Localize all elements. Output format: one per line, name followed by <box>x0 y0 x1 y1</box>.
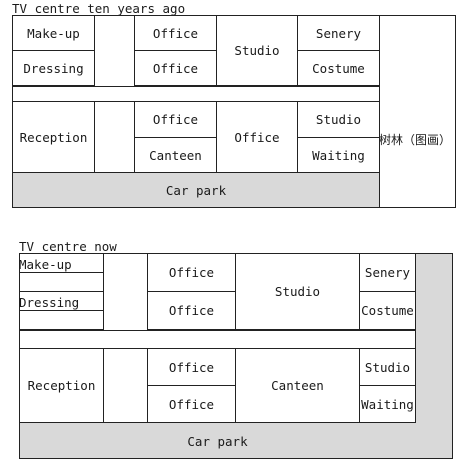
now-costume-room <box>359 291 416 330</box>
now-senery-label: Senery <box>364 265 411 280</box>
now-car-park-label: Car park <box>187 433 248 449</box>
now-office-mid1-label: Office <box>168 359 215 375</box>
now-reception <box>19 348 104 423</box>
now-office-mid2 <box>147 385 236 423</box>
past-office-top2 <box>134 50 217 86</box>
past-reception-label: Reception <box>19 129 88 145</box>
past-studio-right-label: Studio <box>315 112 362 127</box>
past-costume-room <box>297 50 380 86</box>
past-studio-top-label: Studio <box>234 43 280 58</box>
now-office-top1-label: Office <box>168 265 215 280</box>
past-senery-label: Senery <box>315 25 362 41</box>
now-costume-label: Costume <box>361 303 414 318</box>
past-office-top1-label: Office <box>152 25 199 41</box>
now-makeup-right-wall <box>103 253 104 330</box>
now-office-top1 <box>147 253 236 292</box>
past-makeup-label: Make-up <box>27 25 80 41</box>
past-dressing-label: Dressing <box>23 60 84 76</box>
past-waiting-label: Waiting <box>312 147 365 163</box>
past-studio-top <box>216 15 298 86</box>
past-title: TV centre ten years ago <box>12 1 186 16</box>
now-canteen-label: Canteen <box>271 378 324 393</box>
now-dressing-label: Dressing <box>19 295 80 310</box>
past-office-top2-label: Office <box>152 60 199 76</box>
now-office-top2 <box>147 291 236 330</box>
past-reception <box>12 101 95 173</box>
now-waiting-room <box>359 385 416 423</box>
past-canteen-label: Canteen <box>149 147 202 163</box>
past-senery-room <box>297 15 380 51</box>
past-waiting-room <box>297 137 380 173</box>
past-office-center-label: Office <box>234 129 280 145</box>
past-canteen <box>134 137 217 173</box>
past-makeup-room <box>12 15 95 51</box>
past-dressing-room <box>12 50 95 86</box>
now-reception-label: Reception <box>27 378 96 393</box>
past-office-mid-label: Office <box>152 112 199 127</box>
past-corridor-line-top <box>12 86 380 87</box>
past-office-center <box>216 101 298 173</box>
now-studio-right-label: Studio <box>364 359 411 375</box>
now-makeup-gap-line <box>19 291 103 292</box>
now-studio-top-label: Studio <box>274 284 321 299</box>
now-title: TV centre now <box>19 239 117 254</box>
past-car-park <box>12 172 380 208</box>
now-canteen <box>235 348 360 423</box>
past-costume-label: Costume <box>312 60 365 76</box>
now-dressing-bottom-line <box>19 329 103 330</box>
now-makeup-label: Make-up <box>19 257 72 272</box>
now-office-mid2-label: Office <box>168 396 215 412</box>
now-makeup-underline <box>19 272 103 273</box>
past-office-mid <box>134 101 217 138</box>
now-corridor-line-top <box>19 330 416 331</box>
past-car-park-label: Car park <box>165 182 227 198</box>
now-studio-top <box>235 253 360 330</box>
now-office-mid1 <box>147 348 236 386</box>
past-trees-label: 树林（图画） <box>379 133 452 147</box>
now-waiting-label: Waiting <box>361 396 414 412</box>
past-studio-right <box>297 101 380 138</box>
now-office-top2-label: Office <box>168 303 215 318</box>
now-dressing-underline <box>19 310 103 311</box>
now-senery-room <box>359 253 416 292</box>
